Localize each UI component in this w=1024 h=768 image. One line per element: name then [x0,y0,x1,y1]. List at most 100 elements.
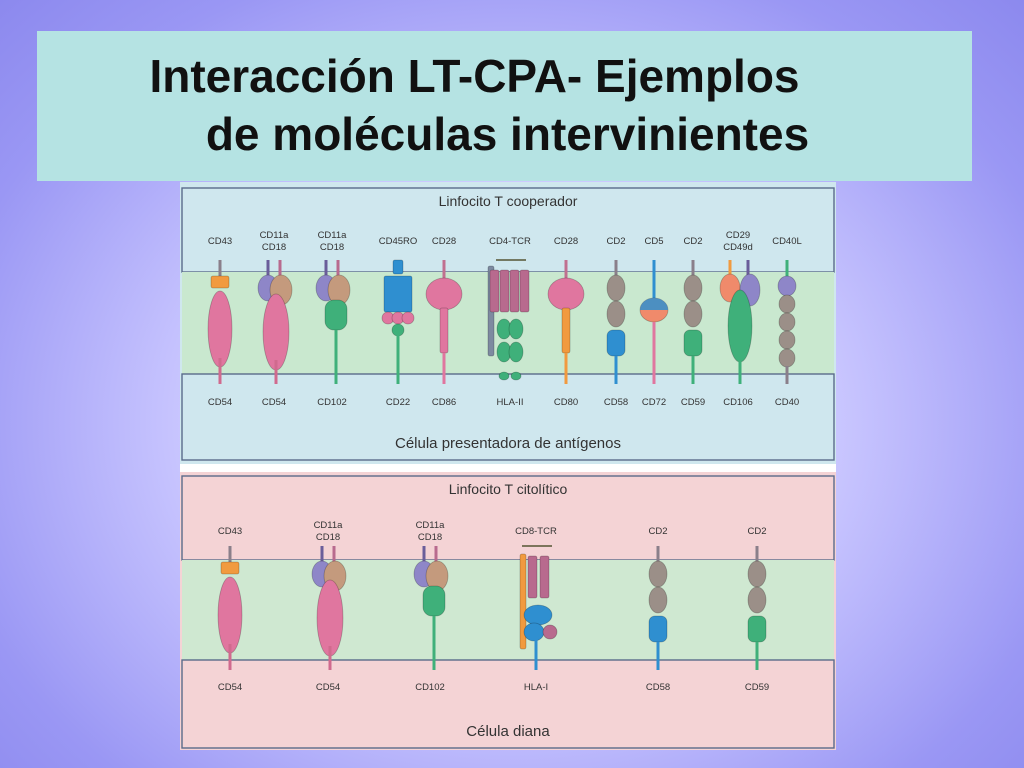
upper-cell-membrane [181,187,835,273]
lower-cell-label: Célula diana [466,723,550,740]
ligand-label: HLA-I [524,682,548,693]
cd58-ligand [683,329,703,357]
receptor-label: CD8-TCR [515,526,557,537]
ligand-label: CD102 [317,397,347,408]
molecule-stem [274,360,278,384]
receptor-label: CD18 [262,242,286,253]
molecule-stem [320,546,324,564]
receptor-label: CD45RO [379,236,418,247]
cd22-domain [401,311,415,325]
molecule-stem [442,260,446,280]
cd2-bead [683,300,703,328]
receptor-label: CD43 [218,526,242,537]
receptor-label: CD11a [416,520,446,531]
ligand-label: CD40 [775,397,799,408]
ligand-label: CD58 [604,397,628,408]
cd40-domain [778,330,796,350]
cd45ro-tail [392,259,404,275]
cd2-bead [606,300,626,328]
molecule-stem [652,260,656,300]
ligand-label: CD86 [432,397,456,408]
molecule-stem [755,546,759,564]
ligand-label: CD54 [218,682,242,693]
ligand-label: HLA-II [497,397,524,408]
cd2-bead [747,560,767,588]
ligand-label: CD80 [554,397,578,408]
molecule-stem [728,260,732,278]
cd2-bead [648,586,668,614]
receptor-label: CD18 [418,532,442,543]
cd58-ligand [747,615,767,643]
ligand-label: CD54 [262,397,286,408]
receptor-label: CD29 [726,230,750,241]
molecule-stem [332,546,336,564]
mhc-ii-foot [510,371,522,381]
synapse-region [182,560,834,660]
molecule-stem [691,356,695,384]
pink-ellipse-molecule [217,576,243,654]
beta2-microglobulin [542,624,558,640]
molecule-stem [434,546,438,564]
molecule-stem [324,260,328,278]
lower-cell-label: Célula presentadora de antígenos [395,435,621,452]
lower-cell-membrane [181,373,835,461]
b7-ligand [561,307,571,354]
cd2-bead [606,274,626,302]
cd8-coreceptor [519,553,527,650]
tcr-chain [519,269,530,313]
receptor-label: CD49d [723,242,753,253]
receptor-label: CD11a [314,520,344,531]
molecule-stem [432,616,436,670]
mhc-i-domain [523,604,553,626]
slide-title-box: Interacción LT-CPA- Ejemplos de molécula… [37,31,972,181]
molecule-stem [278,260,282,278]
cd58-ligand [606,329,626,357]
receptor-label: CD18 [320,242,344,253]
ligand-pair: CD8-TCR HLA-I [515,526,558,693]
ligand-label: CD72 [642,397,666,408]
ligand-label: CD59 [681,397,705,408]
molecule-stem [442,353,446,384]
cd28-head [425,277,463,311]
molecule-stem [564,353,568,384]
cd40-domain [778,312,796,332]
tcr-chain [499,269,510,313]
cd5-cap [640,298,668,310]
ligand-label: CD58 [646,682,670,693]
ligand-label: CD54 [208,397,232,408]
molecule-stem [218,358,222,384]
molecule-stem [785,260,789,278]
molecule-stem [785,366,789,384]
mhc-i-domain [523,622,545,642]
cd2-bead [683,274,703,302]
cd40l-head [777,275,797,297]
vcam-molecule [727,289,753,363]
cd28-head [547,277,585,311]
receptor-label: CD5 [644,236,663,247]
molecule-stem [564,260,568,280]
molecule-stem [738,354,742,384]
mhc-ii-domain [508,341,524,363]
slide-title-line-2: de moléculas intervinientes [205,108,810,160]
molecule-stem [336,260,340,278]
molecule-stem [334,330,338,384]
tcr-chain [527,555,538,599]
ligand-molecule [324,299,348,331]
b7-ligand [439,307,449,354]
molecule-stem [266,260,270,278]
molecule-stem [614,356,618,384]
